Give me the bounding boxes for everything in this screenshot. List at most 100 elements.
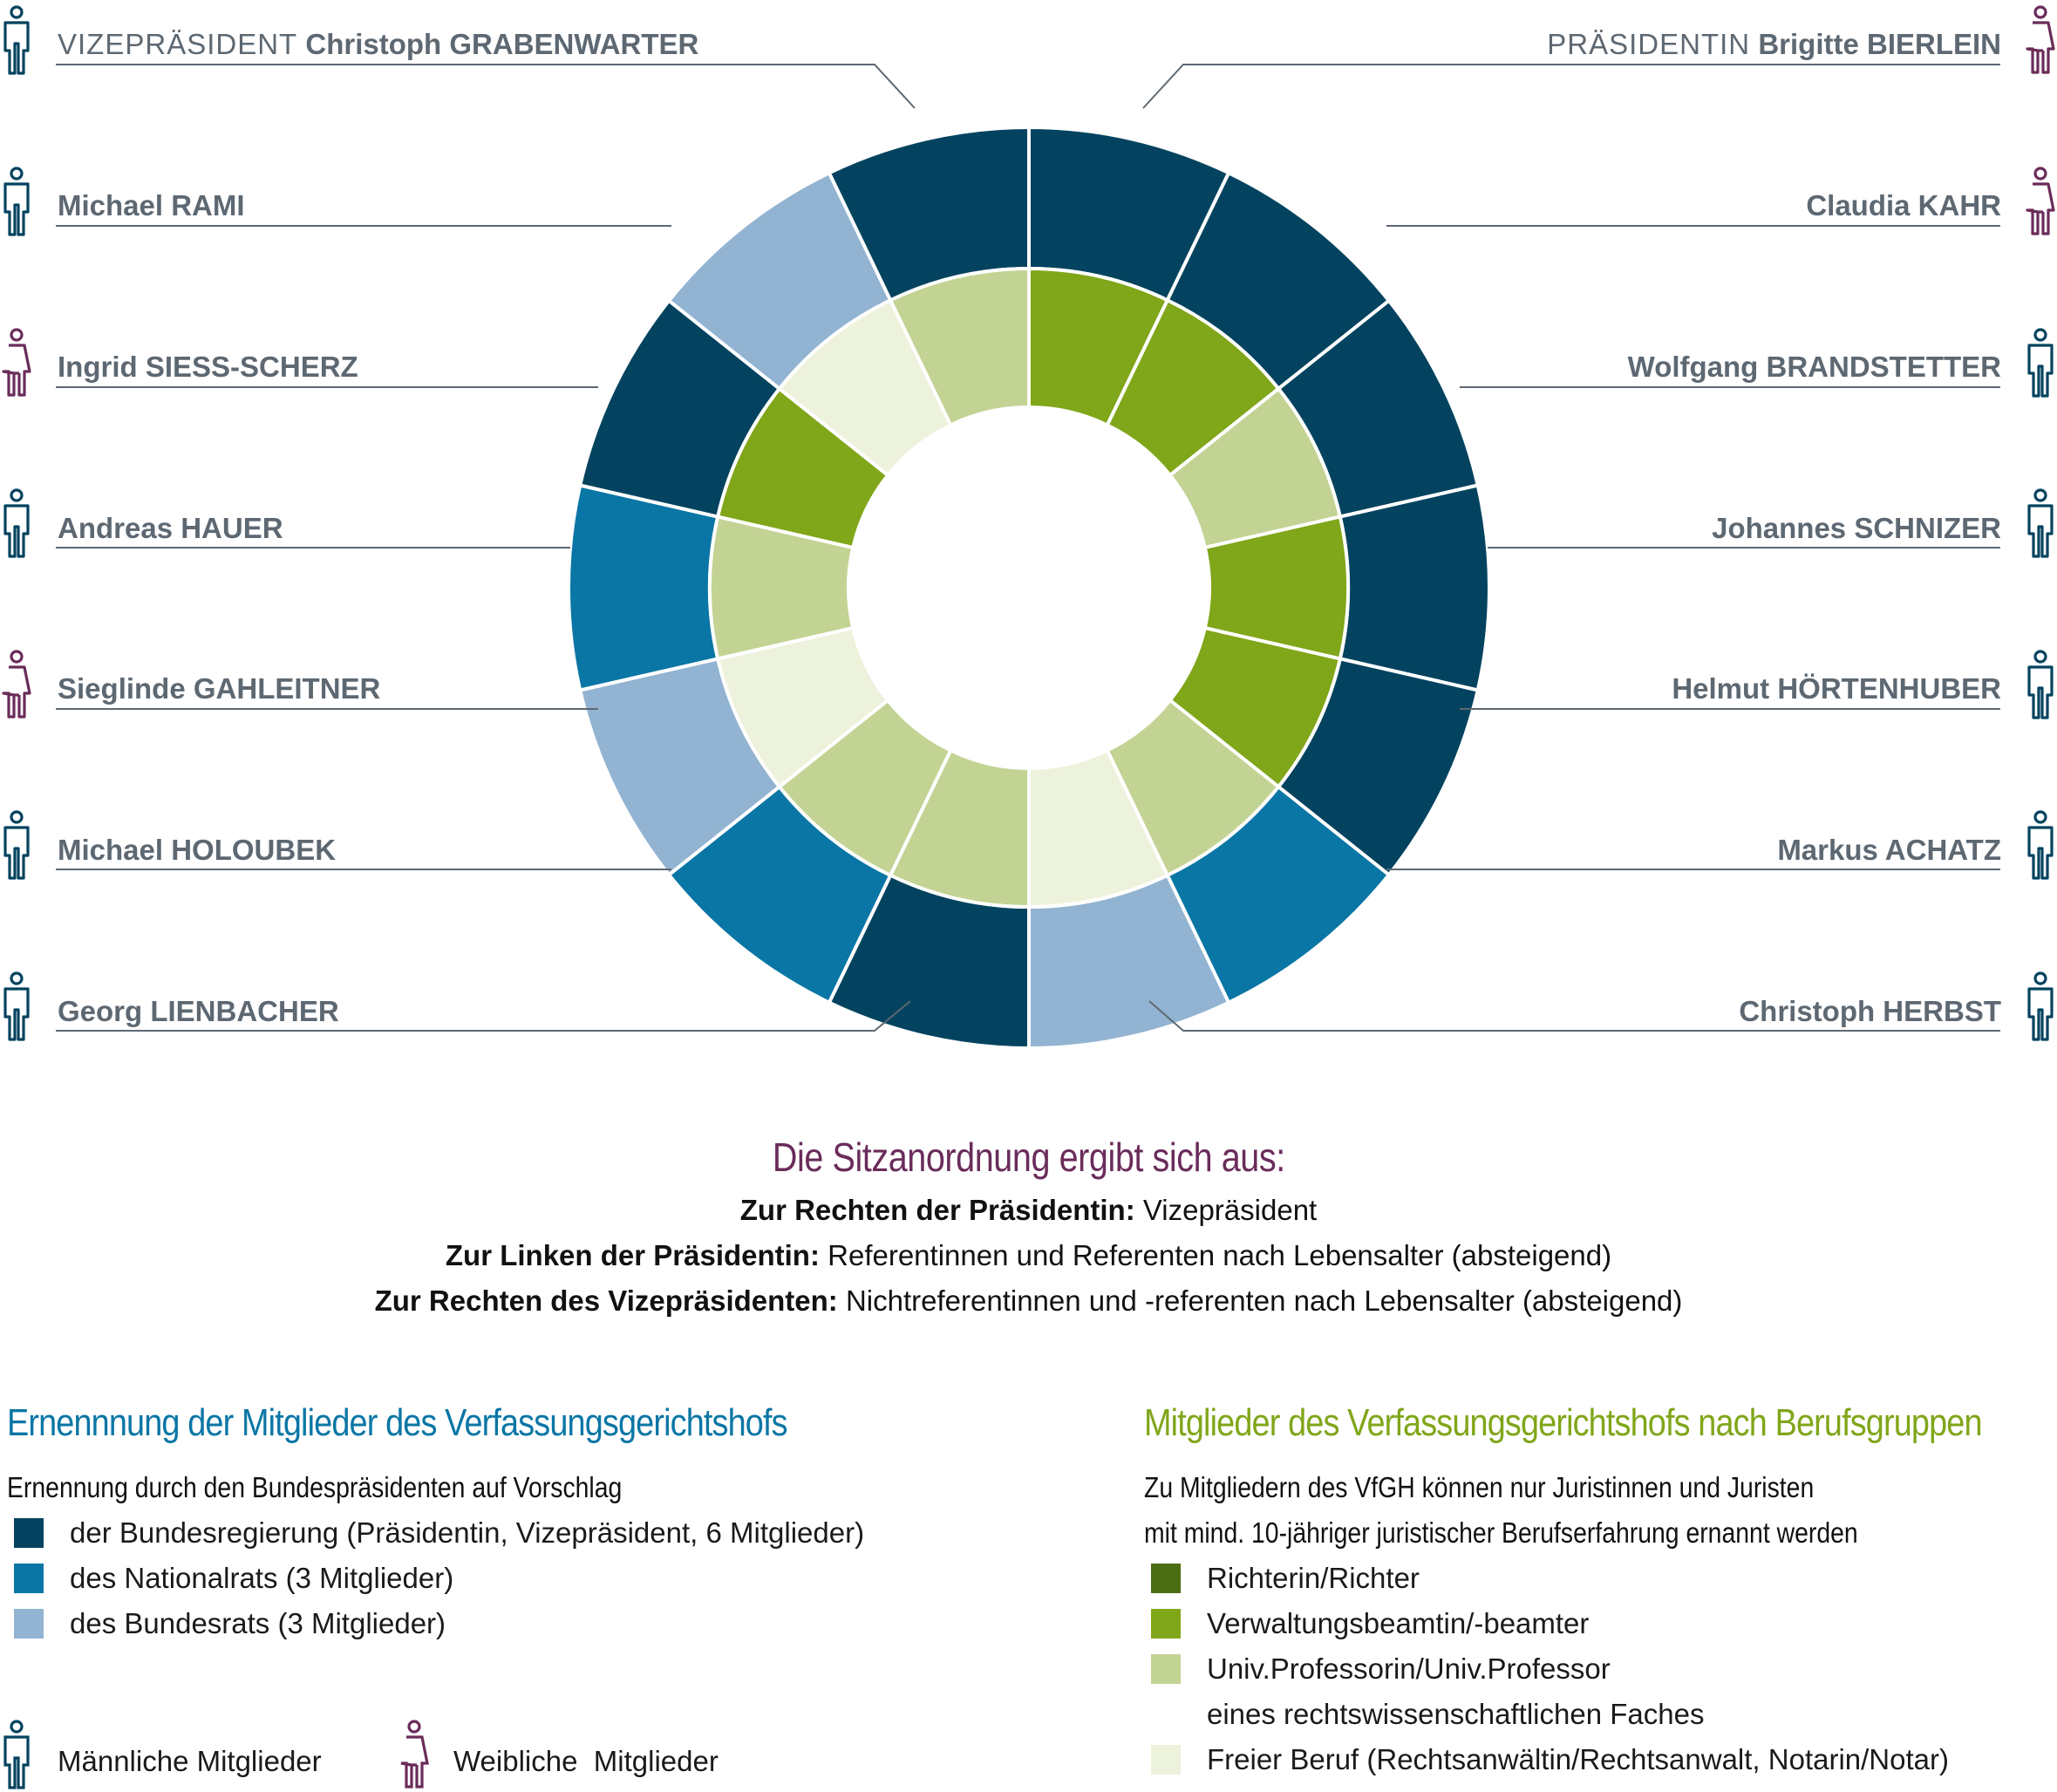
seating-rule-label: Zur Linken der Präsidentin:	[445, 1239, 820, 1271]
leader-line	[56, 64, 916, 109]
seating-title: Die Sitzanordnung ergibt sich aus:	[772, 1134, 1285, 1180]
member-name: Michael HOLOUBEK	[58, 834, 337, 866]
member-label: Christoph HERBST	[1739, 994, 2001, 1029]
legend-label: Richterin/Richter	[1207, 1562, 1420, 1594]
member-name: Claudia KAHR	[1806, 189, 2001, 221]
male-person-icon	[3, 810, 30, 880]
leader-line	[56, 1000, 911, 1032]
legend-profession: Zu Mitgliedern des VfGH können nur Juris…	[1144, 1465, 1974, 1782]
legend-swatch	[1151, 1609, 1181, 1639]
female-person-icon	[2026, 5, 2055, 74]
member-name: Wolfgang BRANDSTETTER	[1627, 351, 2001, 383]
female-person-icon	[2, 650, 31, 719]
male-person-icon	[3, 167, 30, 236]
member-name: Christoph HERBST	[1739, 995, 2001, 1027]
leader-line	[1142, 64, 2000, 109]
legend-item-bundesregierung: der Bundesregierung (Präsidentin, Vizepr…	[7, 1510, 864, 1556]
legend-female-label: Weibliche Mitglieder	[453, 1745, 719, 1777]
member-label: Andreas HAUER	[58, 511, 283, 546]
legend-swatch	[14, 1609, 44, 1639]
male-person-icon	[3, 488, 30, 558]
legend-appointment-title: Ernennnung der Mitglieder des Verfassung…	[7, 1401, 788, 1444]
male-person-icon	[2027, 810, 2054, 880]
member-label: Michael HOLOUBEK	[58, 833, 336, 868]
seating-rule-text: Referentinnen und Referenten nach Lebens…	[819, 1239, 1612, 1271]
member-label: Georg LIENBACHER	[58, 994, 339, 1029]
legend-label: Freier Beruf (Rechtsanwältin/Rechtsanwal…	[1207, 1743, 1949, 1775]
female-person-icon	[400, 1720, 429, 1789]
male-person-icon	[2027, 971, 2054, 1041]
legend-item-nationalrat: des Nationalrats (3 Mitglieder)	[7, 1556, 864, 1601]
member-role: VIZEPRÄSIDENT	[58, 28, 298, 60]
seating-rule-text: Vizepräsident	[1134, 1194, 1318, 1226]
profession-ring	[708, 266, 1350, 910]
member-icons	[2, 5, 2055, 1041]
male-person-icon	[2027, 328, 2054, 398]
leader-line	[1148, 1000, 2000, 1032]
member-name: Michael RAMI	[58, 189, 245, 221]
legend-item-verwaltung: Verwaltungsbeamtin/-beamter	[1144, 1601, 1974, 1646]
male-person-icon	[2027, 488, 2054, 558]
member-label: Johannes SCHNIZER	[1712, 511, 2001, 546]
legend-profession-title: Mitglieder des Verfassungsgerichtshofs n…	[1144, 1401, 1982, 1444]
legend-label: des Bundesrats (3 Mitglieder)	[70, 1607, 446, 1639]
member-name: Christoph GRABENWARTER	[305, 28, 699, 60]
legend-item-professor-continuation: eines rechtswissenschaftlichen Faches	[1144, 1692, 1974, 1737]
member-label-praesidentin: PRÄSIDENTIN Brigitte BIERLEIN	[1547, 27, 2001, 62]
legend-icons	[3, 1720, 429, 1789]
member-role: PRÄSIDENTIN	[1547, 28, 1751, 60]
male-person-icon	[2027, 650, 2054, 719]
seating-rule: Zur Rechten des Vizepräsidenten: Nichtre…	[0, 1278, 2057, 1324]
legend-swatch	[1151, 1654, 1181, 1684]
legend-profession-subtitle: mit mind. 10-jähriger juristischer Beruf…	[1144, 1516, 1858, 1549]
legend-item-freier-beruf: Freier Beruf (Rechtsanwältin/Rechtsanwal…	[1144, 1737, 1974, 1782]
legend-swatch	[1151, 1745, 1181, 1775]
male-person-icon	[3, 971, 30, 1041]
member-label: Markus ACHATZ	[1777, 833, 2001, 868]
legend-swatch	[14, 1518, 44, 1548]
female-person-icon	[2026, 167, 2055, 235]
member-name: Johannes SCHNIZER	[1712, 512, 2001, 544]
member-label: Wolfgang BRANDSTETTER	[1628, 350, 2001, 385]
member-label: Sieglinde GAHLEITNER	[58, 671, 380, 706]
member-name: Ingrid SIESS-SCHERZ	[58, 351, 358, 383]
female-person-icon	[2, 328, 31, 397]
legend-label: der Bundesregierung (Präsidentin, Vizepr…	[70, 1516, 865, 1549]
seating-ring-diagram	[2, 5, 2055, 1051]
legend-label: eines rechtswissenschaftlichen Faches	[1207, 1698, 1705, 1730]
seating-rule-label: Zur Rechten des Vizepräsidenten:	[374, 1284, 838, 1317]
appointment-segment	[567, 483, 720, 692]
legend-label: Verwaltungsbeamtin/-beamter	[1207, 1607, 1590, 1639]
member-name: Georg LIENBACHER	[58, 995, 339, 1027]
member-label: Helmut HÖRTENHUBER	[1672, 671, 2001, 706]
seating-rule-text: Nichtreferentinnen und -referenten nach …	[837, 1284, 1683, 1317]
legend-label: Univ.Professorin/Univ.Professor	[1207, 1652, 1611, 1685]
legend-swatch	[1151, 1564, 1181, 1593]
member-name: Sieglinde GAHLEITNER	[58, 672, 381, 705]
legend-profession-subtitle: Zu Mitgliedern des VfGH können nur Juris…	[1144, 1471, 1815, 1503]
profession-segment	[888, 266, 1031, 428]
member-name: Brigitte BIERLEIN	[1758, 28, 2001, 60]
legend-label: des Nationalrats (3 Mitglieder)	[70, 1562, 454, 1594]
legend-item-bundesrat: des Bundesrats (3 Mitglieder)	[7, 1601, 864, 1646]
member-label: Michael RAMI	[58, 188, 245, 223]
legend-swatch	[14, 1564, 44, 1593]
leader-lines	[56, 64, 2000, 1032]
member-name: Helmut HÖRTENHUBER	[1672, 672, 2001, 705]
member-name: Markus ACHATZ	[1777, 834, 2001, 866]
legend-item-professor: Univ.Professorin/Univ.Professor	[1144, 1646, 1974, 1692]
seating-explanation: Die Sitzanordnung ergibt sich aus: Zur R…	[0, 1134, 2057, 1324]
member-label-vizepraesident: VIZEPRÄSIDENT Christoph GRABENWARTER	[58, 27, 698, 62]
legend-appointment-subtitle: Ernennung durch den Bundespräsidenten au…	[7, 1471, 623, 1503]
seating-rule: Zur Rechten der Präsidentin: Vizepräside…	[0, 1188, 2057, 1233]
member-label: Claudia KAHR	[1806, 188, 2001, 223]
male-person-icon	[3, 5, 30, 75]
appointment-segment	[1338, 483, 1491, 692]
seating-rule: Zur Linken der Präsidentin: Referentinne…	[0, 1233, 2057, 1278]
appointment-ring	[567, 125, 1491, 1051]
male-person-icon	[3, 1720, 30, 1789]
member-name: Andreas HAUER	[58, 512, 283, 544]
legend-appointment: Ernennung durch den Bundespräsidenten au…	[7, 1465, 864, 1646]
legend-item-richter: Richterin/Richter	[1144, 1556, 1974, 1601]
member-label: Ingrid SIESS-SCHERZ	[58, 350, 358, 385]
